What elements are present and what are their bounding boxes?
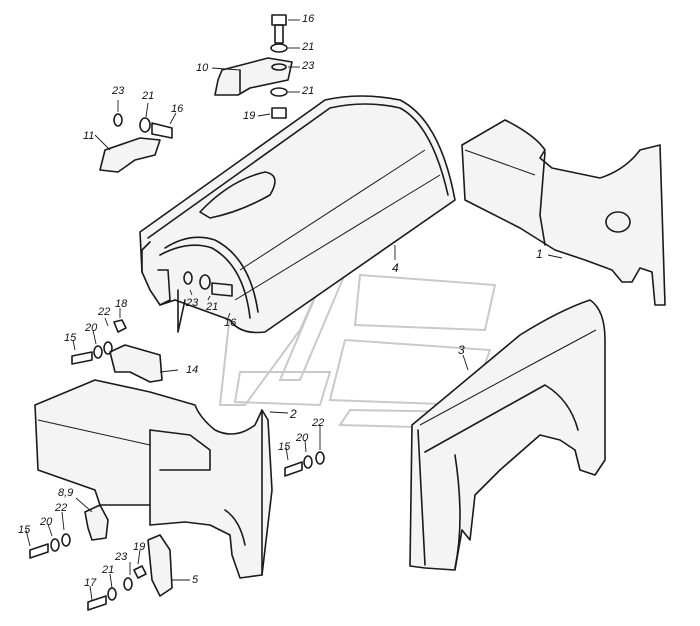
callout-17: 17 xyxy=(84,577,97,589)
callout-11: 11 xyxy=(83,130,95,142)
callout-22-c: 22 xyxy=(55,502,68,514)
callout-16-cover: 16 xyxy=(224,317,237,329)
leader-lines xyxy=(25,19,563,601)
callout-22-a: 22 xyxy=(98,306,111,318)
callout-2: 2 xyxy=(290,407,297,421)
panel-part-2 xyxy=(34,379,273,579)
fastener-bolt-17 xyxy=(87,565,147,611)
bracket-part-8-9 xyxy=(84,504,109,541)
bracket-part-14 xyxy=(109,344,163,383)
callout-16-left: 16 xyxy=(171,103,184,115)
callout-15-a: 15 xyxy=(64,332,77,344)
callout-23-bottom: 23 xyxy=(115,551,128,563)
callout-19-top: 19 xyxy=(243,110,256,122)
fastener-stack-top xyxy=(270,14,288,119)
callout-21-mid: 21 xyxy=(302,85,315,97)
callout-20-c: 20 xyxy=(40,516,53,528)
panel-part-1 xyxy=(461,119,666,306)
callout-21-left: 21 xyxy=(142,90,155,102)
fastener-bolt-15c xyxy=(29,533,71,559)
callout-10: 10 xyxy=(196,62,209,74)
callout-22-b: 22 xyxy=(312,417,325,429)
callout-4: 4 xyxy=(392,261,399,275)
bracket-part-11 xyxy=(99,137,161,173)
callout-23-cover: 23 xyxy=(186,297,199,309)
callout-8-9: 8,9 xyxy=(58,487,74,499)
callout-1: 1 xyxy=(536,247,543,261)
bracket-part-5 xyxy=(147,534,173,597)
fastener-bolt-15a xyxy=(71,319,127,365)
callout-20-a: 20 xyxy=(85,322,98,334)
callout-21-bottom: 21 xyxy=(102,564,115,576)
callout-5: 5 xyxy=(192,574,199,586)
cover-part-4 xyxy=(139,95,456,334)
callout-18: 18 xyxy=(115,298,128,310)
panel-part-3 xyxy=(409,299,606,571)
callout-19-bottom: 19 xyxy=(133,541,146,553)
callout-16-top: 16 xyxy=(302,13,315,25)
callout-14: 14 xyxy=(186,364,199,376)
callout-15-c: 15 xyxy=(18,524,31,536)
callout-3: 3 xyxy=(458,343,465,357)
callout-21-top: 21 xyxy=(302,41,315,53)
callout-23-top: 23 xyxy=(302,60,315,72)
fastener-bolt-cover xyxy=(183,271,233,297)
fastener-bolt-15b xyxy=(284,451,325,477)
callout-15-b: 15 xyxy=(278,441,291,453)
fastener-bolt-11 xyxy=(113,113,173,139)
callout-20-b: 20 xyxy=(296,432,309,444)
callout-23-left: 23 xyxy=(112,85,125,97)
callout-21-cover: 21 xyxy=(206,301,219,313)
